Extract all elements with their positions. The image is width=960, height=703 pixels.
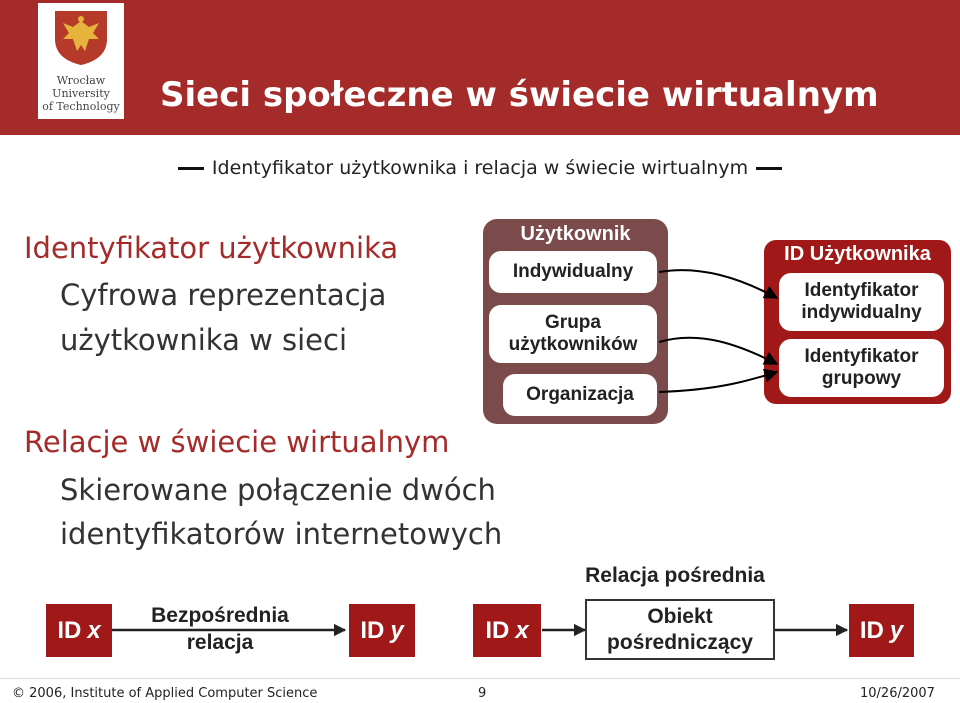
arrow-organization-to-id [658,368,779,393]
subtitle: Identyfikator użytkownika i relacja w św… [0,157,960,179]
eagle-shield-icon [55,11,107,65]
id-panel: ID Użytkownika Identyfikator indywidualn… [764,240,951,404]
arrow-individual-to-id [658,269,779,299]
user-panel-title: Użytkownik [520,223,631,245]
footer-divider [0,678,960,679]
user-type-group: Grupa użytkowników [489,305,657,363]
subtitle-rule-left [177,167,204,170]
subtitle-text: Identyfikator użytkownika i relacja w św… [211,157,749,179]
section1-line2: użytkownika w sieci [60,323,348,357]
id-type-individual: Identyfikator indywidualny [779,273,944,331]
arrow-group-to-id [658,336,779,365]
section1-heading: Identyfikator użytkownika [24,231,399,265]
user-type-individual: Indywidualny [489,251,657,293]
id-x-label: ID [57,616,82,644]
footer-page-number: 9 [478,686,487,701]
id-y-var: y [390,616,404,644]
section2-heading: Relacje w świecie wirtualnym [24,425,450,459]
direct-relation-label: Bezpośrednia relacja [151,604,289,654]
id-x-var: x [87,616,101,644]
user-panel: Użytkownik Indywidualny Grupa użytkownik… [483,219,668,424]
section2-line1: Skierowane połączenie dwóch [60,473,496,507]
header-banner [0,0,960,135]
id-y-var: y [889,616,904,644]
indirect-relation-title: Relacja pośrednia [585,564,765,587]
footer-date: 10/26/2007 [860,686,935,701]
user-type-organization: Organizacja [503,374,657,416]
page-title: Sieci społeczne w świecie wirtualnym [160,75,879,115]
id-type-group: Identyfikator grupowy [779,339,944,397]
subtitle-rule-right [756,167,783,170]
section1-line1: Cyfrowa reprezentacja [60,278,387,312]
section2-line2: identyfikatorów internetowych [60,517,503,551]
id-panel-title: ID Użytkownika [784,243,931,265]
logo-text-line2: University [52,87,110,100]
id-y-label: ID [859,616,884,644]
logo-text-line3: of Technology [42,100,120,113]
id-x-label: ID [485,616,510,644]
university-logo: Wrocław University of Technology [38,3,124,119]
footer-copyright: © 2006, Institute of Applied Computer Sc… [12,686,318,701]
id-x-var: x [515,616,529,644]
intermediary-object-box: Obiekt pośredniczący [585,599,775,660]
id-y-label: ID [360,616,385,644]
logo-text-line1: Wrocław [56,74,106,87]
